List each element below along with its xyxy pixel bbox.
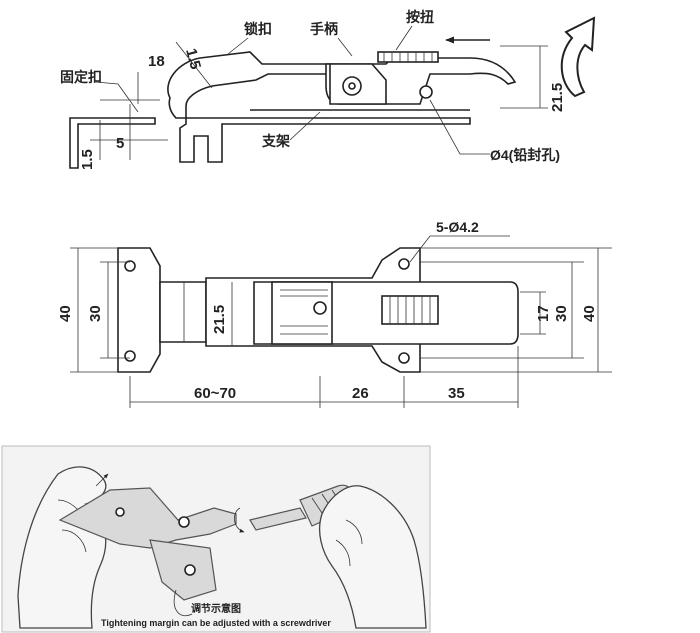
dim-plan-30-right: 30 xyxy=(553,305,570,322)
dim-side-1-5-top: 1.5 xyxy=(182,47,204,72)
dim-side-18: 18 xyxy=(148,53,165,70)
fixed-buckle-label: 固定扣 xyxy=(60,69,102,85)
bracket-label: 支架 xyxy=(261,133,290,149)
button-label: 按扭 xyxy=(406,9,434,25)
dim-plan-40-left: 40 xyxy=(57,305,74,322)
plan-button xyxy=(381,295,439,325)
plan-view: 5-Ø4.2 40 30 21.5 17 30 40 60~70 26 35 xyxy=(57,219,612,408)
dim-plan-17: 17 xyxy=(535,305,552,322)
illustrated-latch-shape xyxy=(58,487,237,549)
screwdriver-shape xyxy=(249,507,307,531)
dim-plan-40-right: 40 xyxy=(581,305,598,322)
dim-side-21-5: 21.5 xyxy=(549,83,566,112)
dim-plan-21-5: 21.5 xyxy=(211,305,228,334)
right-hand-shape xyxy=(318,485,427,629)
dim-plan-60-70: 60~70 xyxy=(194,385,236,402)
handle-label: 手柄 xyxy=(310,21,338,37)
rotate-mark-icon xyxy=(234,507,245,533)
caption-title: 调节示意图 xyxy=(191,602,241,615)
rotation-arrow-icon xyxy=(560,16,596,98)
seal-hole-circle xyxy=(419,85,433,99)
holes-label: 5-Ø4.2 xyxy=(436,219,479,235)
dim-plan-35: 35 xyxy=(448,385,465,402)
lock-buckle-shape xyxy=(167,51,331,119)
dim-side-1-5-bottom: 1.5 xyxy=(79,149,96,170)
adjustment-illustration: 调节示意图 Tightening margin can be adjusted … xyxy=(1,445,431,633)
side-view: 固定扣 锁扣 手柄 按扭 支架 Ø4(铅封孔) 1.5 18 21.5 1.5 … xyxy=(60,9,596,170)
dim-plan-30-left: 30 xyxy=(87,305,104,322)
dim-side-5: 5 xyxy=(116,135,124,152)
bracket-shape xyxy=(179,117,471,163)
caption-subtitle: Tightening margin can be adjusted with a… xyxy=(101,618,331,628)
seal-hole-label: Ø4(铅封孔) xyxy=(490,147,560,163)
dim-plan-26: 26 xyxy=(352,385,369,402)
lock-buckle-label: 锁扣 xyxy=(244,21,272,37)
fixed-buckle-shape xyxy=(69,117,156,169)
